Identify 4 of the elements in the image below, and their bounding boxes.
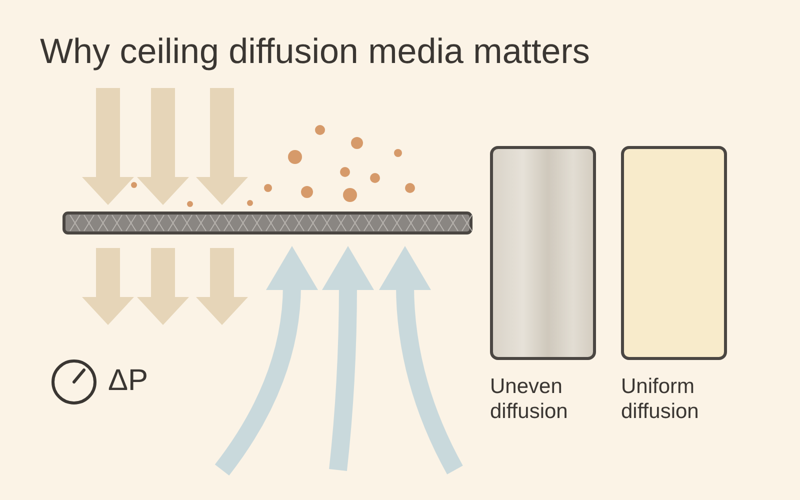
- pressure-drop-label: ΔP: [108, 364, 148, 398]
- panel-caption: Uneven diffusion: [490, 374, 569, 424]
- panel-caption: Uniform diffusion: [621, 374, 700, 424]
- title: Why ceiling diffusion media matters: [40, 32, 590, 72]
